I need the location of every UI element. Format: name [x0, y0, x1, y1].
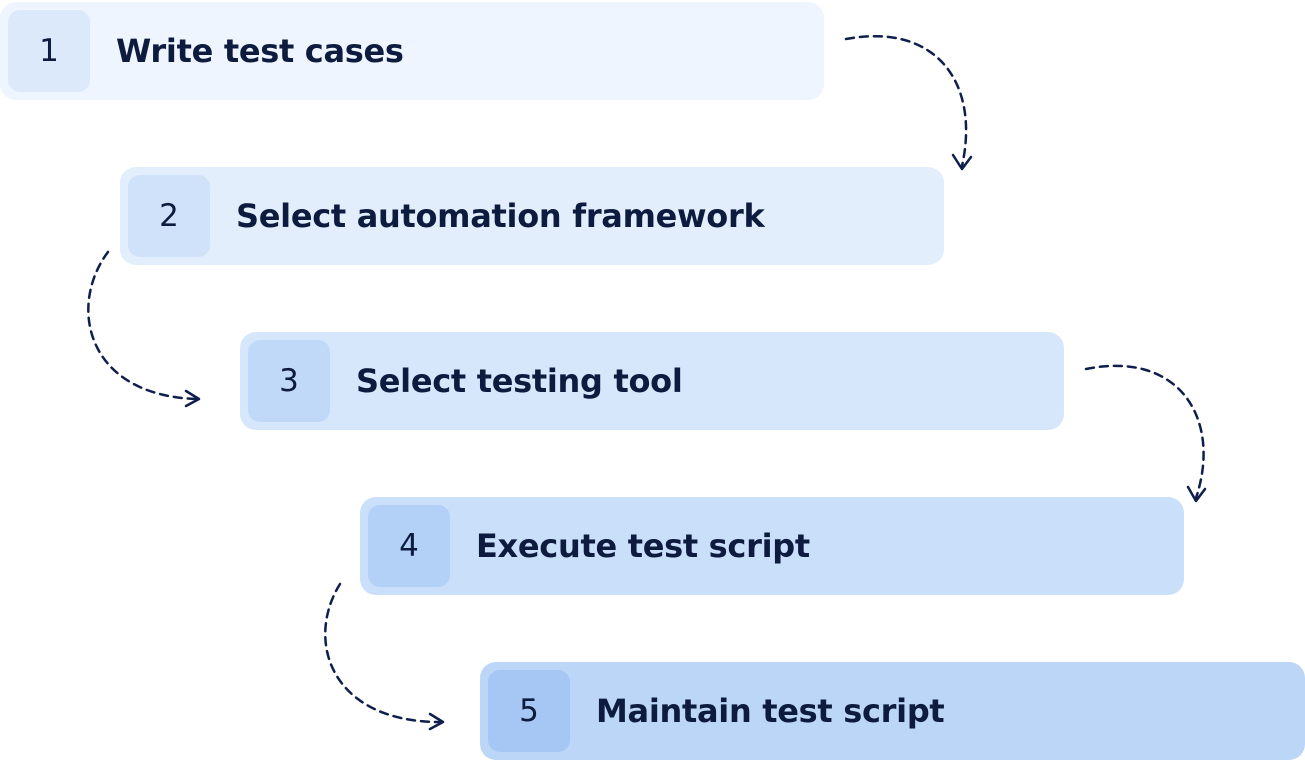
step-3-label: Select testing tool	[356, 362, 683, 400]
step-1-number: 1	[8, 10, 90, 92]
step-4: 4 Execute test script	[360, 497, 1184, 595]
step-2: 2 Select automation framework	[120, 167, 944, 265]
step-3-number: 3	[248, 340, 330, 422]
step-2-label: Select automation framework	[236, 197, 765, 235]
step-4-number: 4	[368, 505, 450, 587]
step-3: 3 Select testing tool	[240, 332, 1064, 430]
step-5-label: Maintain test script	[596, 692, 945, 730]
step-4-label: Execute test script	[476, 527, 810, 565]
step-1: 1 Write test cases	[0, 2, 824, 100]
step-5: 5 Maintain test script	[480, 662, 1305, 760]
connector-4-to-5-arrow	[324, 582, 445, 731]
connector-3-to-4-arrow	[1084, 364, 1207, 503]
connector-2-to-3-arrow	[87, 250, 201, 408]
step-1-label: Write test cases	[116, 32, 404, 70]
step-5-number: 5	[488, 670, 570, 752]
step-2-number: 2	[128, 175, 210, 257]
connector-1-to-2-arrow	[844, 35, 973, 171]
